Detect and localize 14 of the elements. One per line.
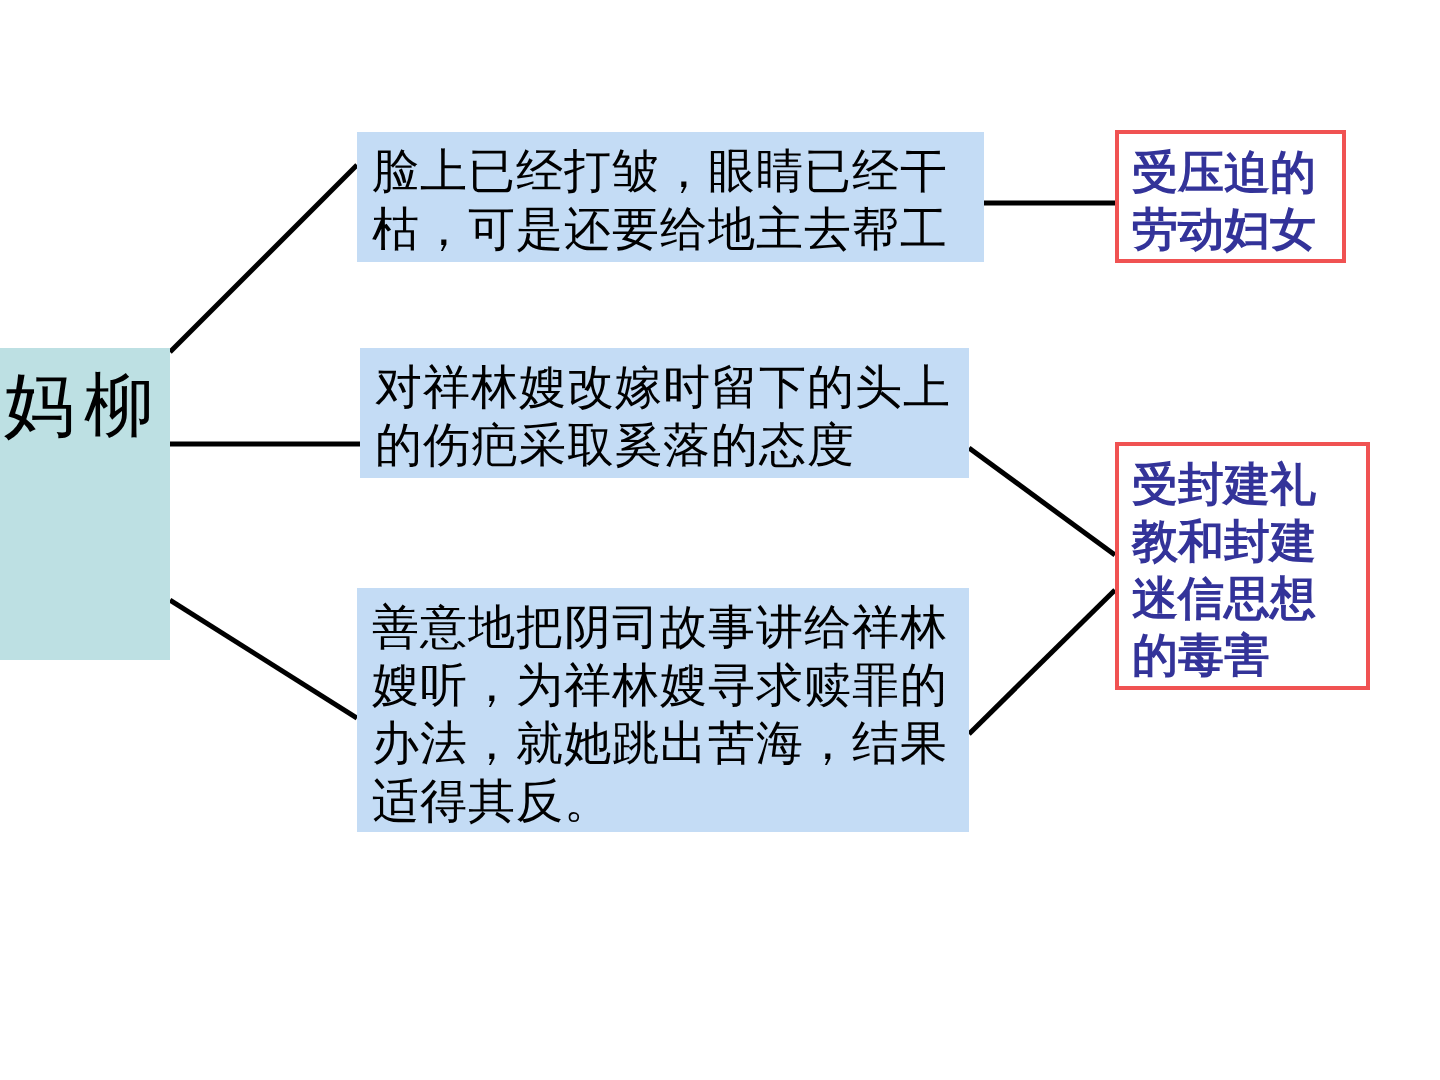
description-box xyxy=(360,348,969,478)
conclusion-box xyxy=(1115,442,1370,690)
description-box xyxy=(357,132,984,262)
name-box xyxy=(0,348,170,660)
description-text: 善意地把阴司故事讲给祥林嫂听，为祥林嫂寻求赎罪的办法，就她跳出苦海，结果适得其反。 xyxy=(372,598,949,830)
connector-line xyxy=(168,163,359,354)
connector-line xyxy=(984,200,1115,206)
connector-line xyxy=(170,441,360,447)
conclusion-box xyxy=(1115,130,1346,263)
conclusion-text: 受压迫的劳动妇女 xyxy=(1132,144,1317,258)
description-text: 对祥林嫂改嫁时留下的头上的伤疤采取奚落的态度 xyxy=(375,358,952,474)
description-text: 脸上已经打皱，眼睛已经干枯，可是还要给地主去帮工 xyxy=(372,142,949,258)
conclusion-text: 受封建礼教和封建迷信思想的毒害 xyxy=(1132,456,1317,684)
character-name: 妈柳 xyxy=(4,365,164,445)
